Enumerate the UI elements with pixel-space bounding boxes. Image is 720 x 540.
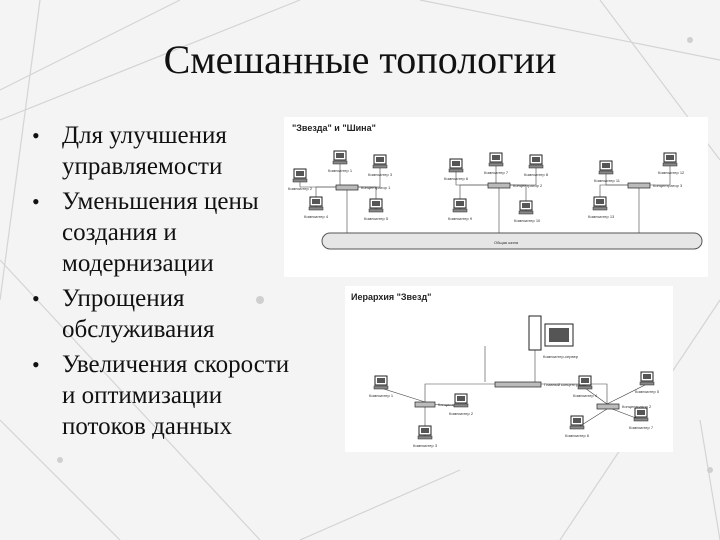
computer-label: Компьютер 3 [368, 172, 393, 177]
bullet-dot-icon: • [32, 189, 40, 214]
hub-label: Концентратор 1 [361, 185, 391, 190]
hub-label: Концентратор 1 [438, 402, 468, 407]
computer-label: Компьютер 3 [413, 443, 438, 448]
computer-icon: Компьютер 8 [524, 154, 549, 177]
computer-icon: Компьютер 2 [449, 393, 474, 416]
computer-icon: Компьютер 6 [565, 415, 590, 438]
bullet-dot-icon: • [32, 123, 40, 148]
computer-label: Компьютер 9 [448, 216, 473, 221]
computer-icon: Компьютер 10 [514, 200, 541, 223]
star-bus-diagram-svg: "Звезда" и "Шина" Общая шина Концентрато… [288, 123, 703, 250]
hub-icon: Концентратор 3 [627, 182, 683, 189]
server-icon: Компьютер-сервер [528, 315, 579, 359]
root-hub-icon: Главный концентратор [494, 381, 587, 388]
computer-label: Компьютер 12 [658, 170, 685, 175]
computer-label: Компьютер 10 [514, 218, 541, 223]
diagram-title: "Звезда" и "Шина" [292, 123, 376, 133]
hub-icon: Концентратор 2 [487, 182, 543, 189]
computer-label: Компьютер 2 [449, 411, 474, 416]
computer-label: Компьютер 4 [304, 214, 329, 219]
computer-label: Компьютер 5 [635, 389, 660, 394]
bullet-text: Увеличения скорости и оптимизации потоко… [62, 351, 290, 440]
bullet-dot-icon: • [32, 286, 40, 311]
bullet-item: • Уменьшения цены создания и модернизаци… [28, 186, 298, 279]
computer-label: Компьютер 6 [565, 433, 590, 438]
computer-icon: Компьютер 5 [635, 371, 660, 394]
computer-icon: Компьютер 9 [448, 198, 473, 221]
hub-label: Главный концентратор [544, 382, 587, 387]
bullet-item: • Увеличения скорости и оптимизации пото… [28, 349, 298, 442]
computer-icon: Компьютер 2 [288, 168, 313, 191]
computer-icon: Компьютер 4 [304, 196, 329, 219]
bullet-item: • Для улучшения управляемости [28, 120, 298, 182]
hub-label: Концентратор 3 [653, 183, 683, 188]
computer-label: Компьютер 5 [364, 216, 389, 221]
computer-icon: Компьютер 13 [588, 196, 615, 219]
computer-icon: Компьютер 12 [658, 152, 685, 175]
computer-icon: Компьютер 7 [484, 152, 509, 175]
computer-label: Компьютер 6 [444, 176, 469, 181]
computer-label: Компьютер 8 [524, 172, 549, 177]
bullet-item: • Упрощения обслуживания [28, 283, 298, 345]
computer-label: Компьютер 1 [328, 168, 353, 173]
server-label: Компьютер-сервер [543, 354, 579, 359]
computer-label: Компьютер 2 [288, 186, 313, 191]
bus-cable [321, 232, 703, 250]
bullet-text: Упрощения обслуживания [62, 285, 215, 343]
computer-label: Компьютер 7 [629, 425, 654, 430]
computer-icon: Компьютер 11 [594, 160, 621, 183]
bullet-text: Для улучшения управляемости [62, 122, 227, 180]
computer-label: Компьютер 13 [588, 214, 615, 219]
computer-icon: Компьютер 5 [364, 198, 389, 221]
bullet-text: Уменьшения цены создания и модернизации [62, 188, 259, 277]
computer-icon: Компьютер 1 [328, 150, 353, 173]
diagram-title: Иерархия "Звезд" [351, 292, 431, 302]
hub-label: Концентратор 2 [622, 404, 652, 409]
bullet-dot-icon: • [32, 352, 40, 377]
star-hierarchy-diagram-svg: Иерархия "Звезд" Компьютер-серверГлавный… [351, 292, 660, 448]
computer-icon: Компьютер 7 [629, 407, 654, 430]
hub-icon: Концентратор 1 [414, 401, 468, 408]
computer-label: Компьютер 1 [369, 393, 394, 398]
computer-label: Компьютер 4 [573, 393, 598, 398]
computer-label: Компьютер 11 [594, 178, 621, 183]
computer-label: Компьютер 7 [484, 170, 509, 175]
bullet-list: • Для улучшения управляемости • Уменьшен… [28, 120, 298, 446]
computer-icon: Компьютер 6 [444, 158, 469, 181]
star-bus-diagram: "Звезда" и "Шина" Общая шина Концентрато… [284, 117, 708, 277]
slide-title: Смешанные топологии [163, 37, 557, 82]
computer-icon: Компьютер 3 [368, 154, 393, 177]
computer-icon: Компьютер 3 [413, 425, 438, 448]
hub-icon: Концентратор 1 [335, 184, 391, 191]
computer-icon: Компьютер 4 [573, 375, 598, 398]
bus-label: Общая шина [494, 240, 519, 245]
computer-icon: Компьютер 1 [369, 375, 394, 398]
hub-label: Концентратор 2 [513, 183, 543, 188]
hub-icon: Концентратор 2 [596, 403, 652, 410]
